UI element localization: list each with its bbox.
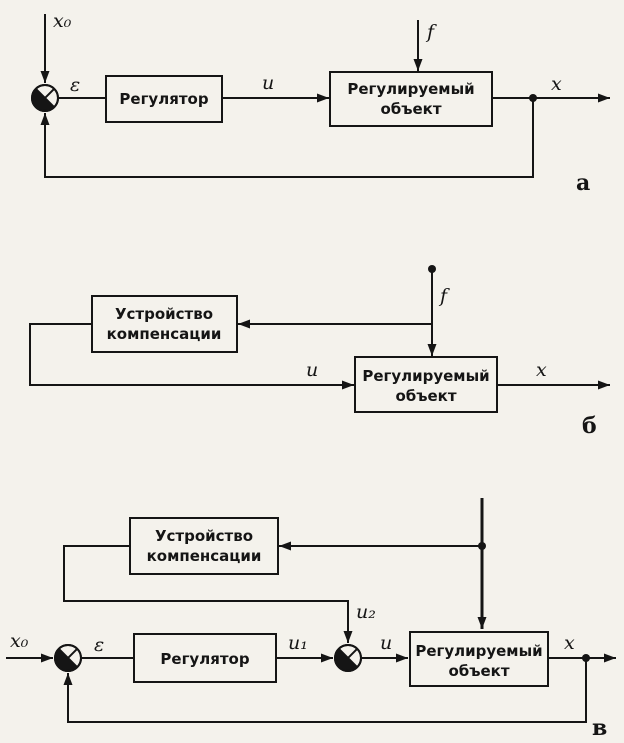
v-control-label: u: [380, 632, 392, 654]
b-compensator-label-line1: Устройство: [115, 305, 213, 323]
b-output-label: x: [536, 359, 547, 381]
v-object-label-line2: объект: [448, 662, 509, 680]
a-caption: а: [576, 170, 590, 196]
v-summing-junction-1-icon: [54, 644, 82, 672]
a-object-block: [329, 71, 493, 127]
v-summing-junction-2-icon: [334, 644, 362, 672]
v-regulator-block: [133, 633, 277, 683]
diagram-a: x₀ ε Регулятор u f Регулируемый объект x…: [31, 10, 610, 196]
v-compensator-block: [129, 517, 279, 575]
a-error-label: ε: [70, 74, 80, 96]
a-summing-junction-icon: [31, 84, 59, 112]
a-output-label: x: [551, 73, 562, 95]
a-control-label: u: [262, 72, 274, 94]
v-control2-label: u₂: [356, 601, 376, 623]
a-feedback-wire: [40, 98, 534, 178]
a-setpoint-label: x₀: [53, 10, 72, 32]
v-setpoint-label: x₀: [10, 630, 29, 652]
v-feedback-wire: [63, 658, 587, 723]
b-compensator-output-wire: [29, 323, 354, 390]
v-error-label: ε: [94, 634, 104, 656]
v-compensator-label-line1: Устройство: [155, 527, 253, 545]
v-control1-label: u₁: [288, 632, 308, 654]
b-object-label-line2: объект: [395, 387, 456, 405]
diagram-v: Устройство компенсации u₂ x₀ ε Регулятор…: [6, 498, 616, 741]
b-compensator-label-line2: компенсации: [107, 325, 222, 343]
b-caption: б: [582, 413, 597, 439]
a-object-label-line2: объект: [380, 100, 441, 118]
v-compensator-label-line2: компенсации: [147, 547, 262, 565]
v-object-block: [409, 631, 549, 687]
v-compensator-output-wire: [63, 545, 353, 643]
a-regulator-label: Регулятор: [119, 90, 208, 108]
v-regulator-label: Регулятор: [160, 650, 249, 668]
diagram-b: f Устройство компенсации u Регулируемый …: [29, 265, 610, 439]
b-object-label-line1: Регулируемый: [362, 367, 489, 385]
b-disturbance-label: f: [438, 285, 450, 307]
v-output-label: x: [564, 632, 575, 654]
a-object-label-line1: Регулируемый: [347, 80, 474, 98]
b-control-label: u: [306, 359, 318, 381]
v-object-label-line1: Регулируемый: [415, 642, 542, 660]
v-caption: в: [592, 715, 607, 741]
a-disturbance-label: f: [425, 21, 437, 43]
